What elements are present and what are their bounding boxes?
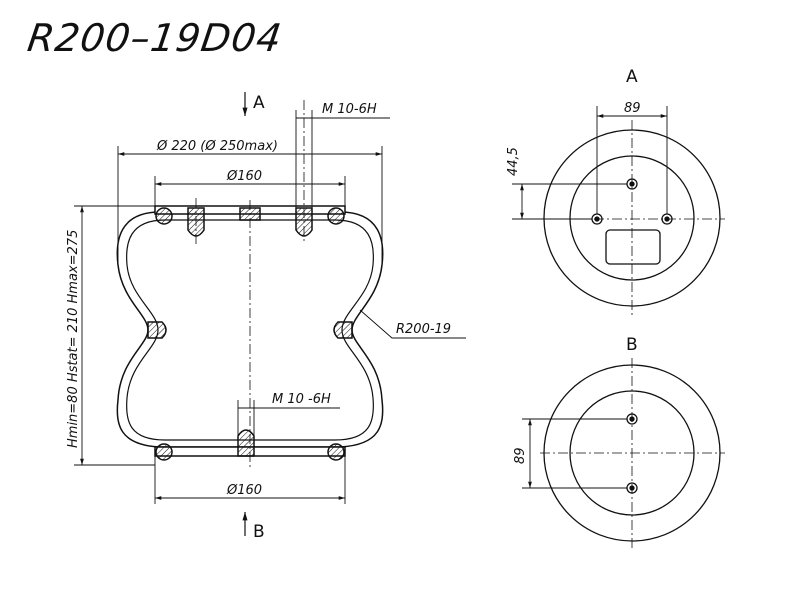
view-a-label: A — [626, 67, 638, 87]
girdle-ring-right — [333, 321, 353, 339]
girdle-ring-left — [147, 321, 167, 339]
view-a-fitting-window — [605, 229, 661, 265]
thread-bottom-label: M 10 -6H — [272, 392, 331, 407]
top-bead-left — [155, 207, 173, 225]
view-b-label: B — [626, 335, 638, 355]
height-label: Hmin=80 Hstat= 210 Hmax=275 — [66, 230, 81, 448]
thread-top-label: M 10-6H — [322, 102, 377, 117]
bellow-inner-outline — [126, 219, 374, 441]
view-a-spacing-label: 89 — [624, 101, 641, 116]
bottom-bead-left — [155, 443, 173, 461]
view-a-marker: A — [253, 93, 265, 113]
bellow-label: R200-19 — [396, 322, 451, 337]
bottom-stud — [237, 429, 255, 457]
bellow-label-leader — [359, 309, 466, 339]
outer-diameter-label: Ø 220 (Ø 250max) — [156, 139, 278, 154]
bottom-bead-right — [327, 443, 345, 461]
view-b-marker: B — [253, 522, 265, 542]
bottom-plate-diameter-label: Ø160 — [226, 483, 262, 498]
view-b-spacing-label: 89 — [513, 447, 528, 464]
view-a-offset-label: 44,5 — [506, 147, 521, 176]
top-plate-diameter-label: Ø160 — [226, 169, 262, 184]
top-bead-right — [327, 207, 345, 225]
